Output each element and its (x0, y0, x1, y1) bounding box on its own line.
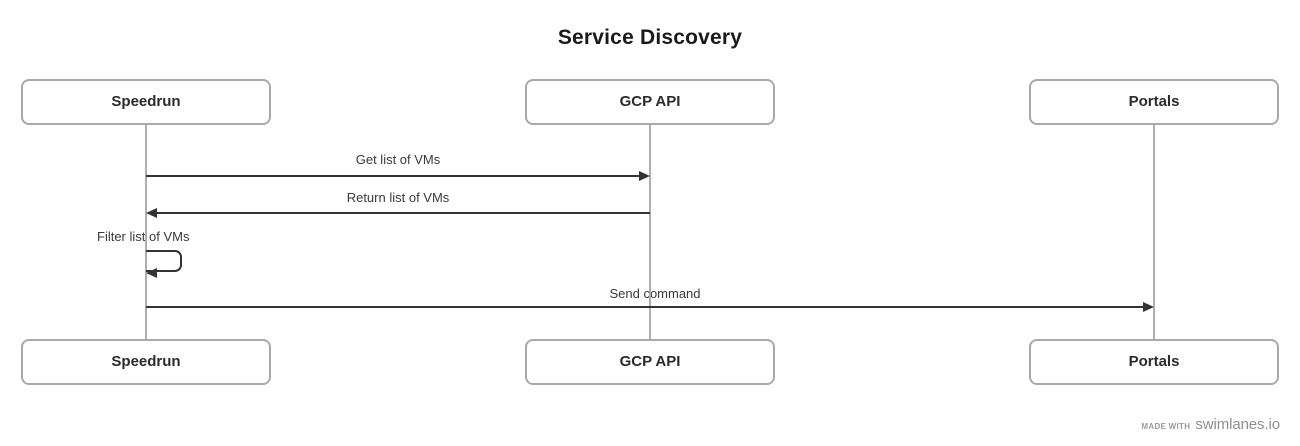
lifeline-speedrun (145, 125, 147, 339)
message-label-filter-list-of-vms: Filter list of VMs (97, 229, 190, 244)
arrowhead-right-icon (639, 171, 650, 181)
lifeline-portals (1153, 125, 1155, 339)
arrowhead-left-icon (146, 268, 157, 278)
arrowhead-left-icon (146, 208, 157, 218)
message-line-get-list-of-vms (146, 175, 639, 177)
message-label-return-list-of-vms: Return list of VMs (346, 190, 450, 205)
actor-label-portals-bottom: Portals (1128, 353, 1180, 370)
actor-box-speedrun-top[interactable]: Speedrun (21, 79, 271, 125)
watermark-prefix: MADE WITH (1141, 422, 1191, 431)
actor-box-gcp-api-top[interactable]: GCP API (525, 79, 775, 125)
actor-label-speedrun-bottom: Speedrun (111, 353, 181, 370)
actor-label-gcp-api-bottom: GCP API (619, 353, 681, 370)
lifeline-gcp-api (649, 125, 651, 339)
watermark-brand: swimlanes.io (1195, 416, 1280, 433)
message-line-return-list-of-vms (157, 212, 650, 214)
page-title: Service Discovery (557, 26, 743, 49)
self-message-loop-path (146, 250, 182, 272)
actor-label-speedrun-top: Speedrun (111, 93, 181, 110)
watermark[interactable]: MADE WITH swimlanes.io (1141, 416, 1280, 433)
message-label-get-list-of-vms: Get list of VMs (355, 152, 441, 167)
actor-label-gcp-api-top: GCP API (619, 93, 681, 110)
actor-box-speedrun-bottom[interactable]: Speedrun (21, 339, 271, 385)
message-label-send-command-text: Send command (603, 286, 707, 301)
message-line-send-command (146, 306, 1143, 308)
actor-box-portals-top[interactable]: Portals (1029, 79, 1279, 125)
actor-box-portals-bottom[interactable]: Portals (1029, 339, 1279, 385)
message-label-send-command: Send command (146, 286, 1164, 302)
arrowhead-right-icon (1143, 302, 1154, 312)
actor-box-gcp-api-bottom[interactable]: GCP API (525, 339, 775, 385)
actor-label-portals-top: Portals (1128, 93, 1180, 110)
